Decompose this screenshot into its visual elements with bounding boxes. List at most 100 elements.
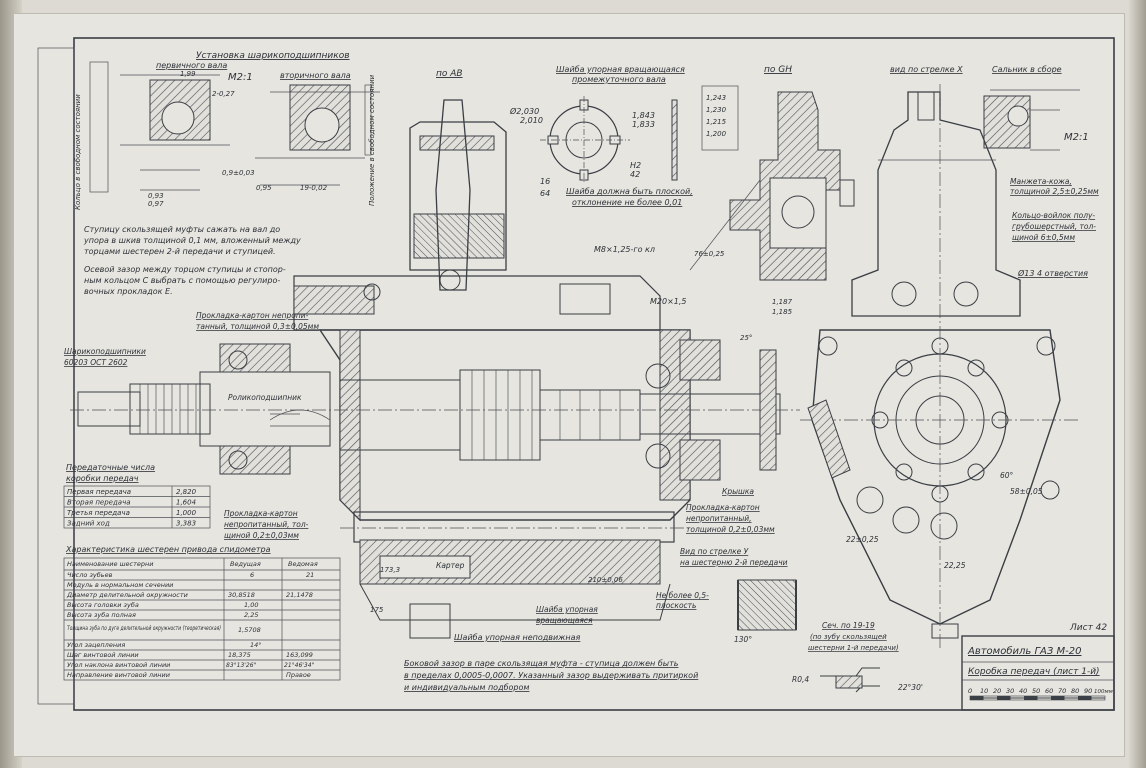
view-y-label-1: Вид по стрелке У bbox=[680, 547, 749, 556]
cuff-note-1: Манжета-кожа, bbox=[1010, 177, 1072, 186]
washer-title: Шайба упорная вращающаяся bbox=[556, 65, 685, 74]
svg-text:100мм: 100мм bbox=[1094, 689, 1113, 695]
gasket-right-1: Прокладка-картон bbox=[686, 503, 760, 512]
svg-text:Передаточные числа: Передаточные числа bbox=[66, 463, 155, 472]
gasket-top-1: Прокладка-картон непропи- bbox=[196, 311, 309, 320]
gear-tooth-view bbox=[737, 579, 797, 631]
section-gh-drawing: 1,243 1,230 1,215 1,200 bbox=[689, 85, 855, 281]
washer-flat-note: Шайба должна быть плоской, bbox=[566, 187, 693, 196]
dim-r04: R0,4 bbox=[792, 675, 809, 684]
dim-175: 175 bbox=[370, 606, 384, 614]
dim-1843: 1,843 bbox=[632, 111, 655, 120]
title-block: Автомобиль ГАЗ М-20 Коробка передач (лис… bbox=[961, 635, 1115, 711]
svg-text:1,5708: 1,5708 bbox=[238, 626, 261, 634]
thread-m8: M8×1,25-го кл bbox=[594, 245, 655, 254]
dim-25-deg: 25° bbox=[740, 334, 752, 342]
svg-text:вочных прокладок E.: вочных прокладок E. bbox=[84, 287, 173, 296]
secondary-shaft-label: вторичного вала bbox=[280, 71, 351, 80]
svg-text:коробки передач: коробки передач bbox=[66, 474, 139, 483]
dim-095: 0,95 bbox=[256, 184, 272, 192]
svg-text:10: 10 bbox=[980, 687, 988, 695]
washer-flat-note-2: отклонение не более 0,01 bbox=[572, 198, 682, 207]
ring-free-state-label: Кольцо в свободном состоянии bbox=[74, 94, 82, 210]
dim-19: 19-0,02 bbox=[300, 184, 328, 192]
svg-text:1,230: 1,230 bbox=[706, 106, 727, 114]
svg-text:Угол зацепления: Угол зацепления bbox=[67, 641, 125, 649]
svg-text:Третья передача: Третья передача bbox=[67, 509, 130, 517]
svg-text:14°: 14° bbox=[250, 641, 262, 649]
binding-strip bbox=[37, 47, 75, 705]
dim-42: 42 bbox=[630, 170, 640, 179]
dim-2-027: 2-0,27 bbox=[212, 90, 235, 98]
side-gap-note-3: и индивидуальным подбором bbox=[404, 683, 529, 692]
svg-text:Автомобиль ГАЗ М-20: Автомобиль ГАЗ М-20 bbox=[967, 645, 1081, 657]
svg-text:Ведущая: Ведущая bbox=[230, 560, 261, 568]
sheet-number: Лист 42 bbox=[1069, 623, 1107, 633]
scale-bar: 0 10 20 30 40 50 60 70 80 90 100мм bbox=[968, 687, 1113, 701]
svg-text:21,1478: 21,1478 bbox=[286, 591, 313, 599]
svg-text:163,099: 163,099 bbox=[286, 651, 313, 659]
svg-text:6: 6 bbox=[250, 571, 254, 579]
svg-text:Правое: Правое bbox=[286, 671, 311, 679]
dim-22-30: 22°30' bbox=[898, 683, 923, 692]
svg-text:Осевой зазор между торцом ступ: Осевой зазор между торцом ступицы и стоп… bbox=[84, 265, 286, 274]
seal-title: Сальник в сборе bbox=[992, 65, 1062, 74]
dim-64: 64 bbox=[540, 189, 550, 198]
gasket-right-3: толщиной 0,2±0,03мм bbox=[686, 525, 775, 534]
svg-text:Диаметр делительной окружности: Диаметр делительной окружности bbox=[66, 591, 188, 599]
felt-note-1: Кольцо-войлок полу- bbox=[1012, 211, 1095, 220]
svg-text:ным кольцом C выбрать с помощь: ным кольцом C выбрать с помощью регулиро… bbox=[84, 276, 280, 285]
dim-1833: 1,833 bbox=[632, 120, 655, 129]
svg-text:50: 50 bbox=[1032, 687, 1040, 695]
bearing-detail-secondary bbox=[255, 84, 380, 186]
svg-text:30: 30 bbox=[1006, 687, 1014, 695]
svg-text:18,375: 18,375 bbox=[228, 651, 251, 659]
svg-text:3,383: 3,383 bbox=[176, 520, 196, 528]
dim-09: 0,9±0,03 bbox=[222, 169, 255, 177]
dim-1185: 1,185 bbox=[772, 308, 793, 316]
axial-gap-note: Осевой зазор между торцом ступицы и стоп… bbox=[84, 265, 286, 296]
bearing-detail-primary bbox=[89, 61, 230, 193]
felt-note-2: грубошерстный, тол- bbox=[1012, 222, 1096, 231]
svg-text:21: 21 bbox=[306, 571, 314, 579]
cuff-note-2: толщиной 2,5±0,25мм bbox=[1010, 187, 1099, 196]
svg-text:90: 90 bbox=[1084, 687, 1092, 695]
bearing-label-1: Шарикоподшипники bbox=[64, 347, 146, 356]
hub-note: Ступицу скользящей муфты сажать на вал д… bbox=[83, 225, 301, 256]
dim-1187: 1,187 bbox=[772, 298, 793, 306]
dim-16: 16 bbox=[540, 177, 550, 186]
rotating-washer-drawing bbox=[540, 96, 678, 184]
gasket-top-2: танный, толщиной 0,3±0,05мм bbox=[196, 322, 319, 331]
dim-2030: Ø2,030 bbox=[509, 106, 539, 116]
tooth-section-1: Сеч. по 19-19 bbox=[822, 621, 875, 630]
side-gap-note-2: в пределах 0,0005-0,0007. Указанный зазо… bbox=[404, 671, 698, 680]
dim-58: 58±0,05 bbox=[1010, 487, 1043, 496]
rot-washer-2: вращающаяся bbox=[536, 616, 593, 625]
gearbox-longitudinal-section bbox=[70, 99, 800, 639]
bearing-label-2: 60203 ОСТ 2602 bbox=[64, 358, 128, 367]
svg-text:Направление винтовой линии: Направление винтовой линии bbox=[67, 671, 170, 679]
svg-text:Модуль в нормальном сечении: Модуль в нормальном сечении bbox=[67, 581, 173, 589]
dim-1-99: 1,99 bbox=[180, 70, 196, 78]
felt-note-3: щиной 6±0,5мм bbox=[1012, 233, 1075, 242]
dim-60-deg: 60° bbox=[1000, 471, 1014, 480]
svg-text:Угол наклона винтовой линии: Угол наклона винтовой линии bbox=[67, 661, 170, 669]
rot-washer-1: Шайба упорная bbox=[536, 605, 598, 614]
svg-text:2,25: 2,25 bbox=[244, 611, 258, 619]
dim-22-25: 22,25 bbox=[944, 561, 966, 570]
svg-text:83°13'26": 83°13'26" bbox=[226, 662, 257, 669]
svg-text:0: 0 bbox=[968, 687, 972, 695]
gasket-right-2: непропитанный, bbox=[686, 514, 752, 523]
svg-text:торцами шестерен 2-й передачи: торцами шестерен 2-й передачи и ступицей… bbox=[84, 247, 276, 256]
dim-m20: M20×1,5 bbox=[650, 297, 687, 306]
svg-text:Шаг винтовой линии: Шаг винтовой линии bbox=[67, 651, 139, 659]
speedometer-gears-table: Характеристика шестерен привода спидомет… bbox=[63, 545, 341, 681]
view-arrow-x-label: вид по стрелке X bbox=[890, 65, 963, 74]
scale-m21-right: M2:1 bbox=[1064, 132, 1089, 143]
svg-text:Ведомая: Ведомая bbox=[288, 560, 318, 568]
dim-130-deg: 130° bbox=[734, 635, 752, 644]
svg-text:Задний ход: Задний ход bbox=[67, 520, 110, 528]
free-position-label: Положение в свободном состоянии bbox=[368, 74, 376, 206]
svg-text:1,00: 1,00 bbox=[244, 601, 258, 609]
